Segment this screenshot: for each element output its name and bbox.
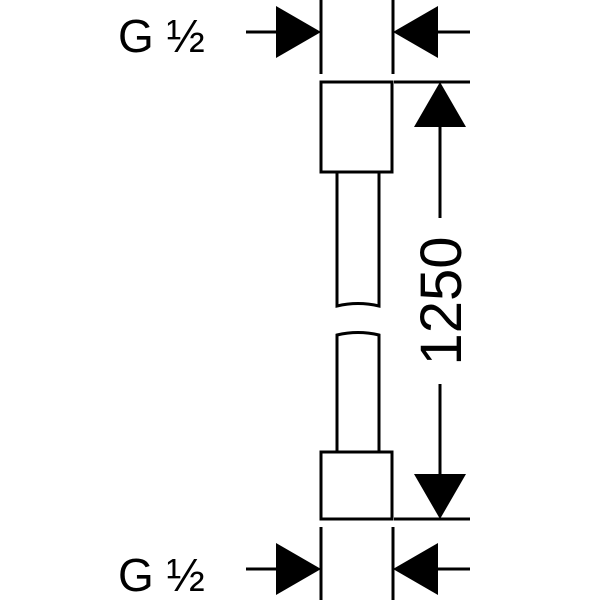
top-right-arrow <box>393 6 438 58</box>
length-bottom-arrow <box>414 474 466 519</box>
bottom-thread-callout: G ½ <box>118 527 470 600</box>
bottom-thread-label: G ½ <box>118 549 205 600</box>
top-thread-callout: G ½ <box>118 0 470 74</box>
bottom-nut <box>319 450 394 521</box>
top-left-arrow <box>276 6 321 58</box>
length-top-arrow <box>414 82 466 127</box>
hose-lower-segment <box>335 331 381 452</box>
top-nut <box>319 80 394 174</box>
length-value: 1250 <box>409 236 474 365</box>
hose-upper-segment <box>335 172 381 308</box>
top-thread-label: G ½ <box>118 10 205 62</box>
shower-hose <box>319 80 394 521</box>
bottom-right-arrow <box>393 543 438 595</box>
length-dimension: 1250 <box>394 80 474 521</box>
bottom-left-arrow <box>276 543 321 595</box>
